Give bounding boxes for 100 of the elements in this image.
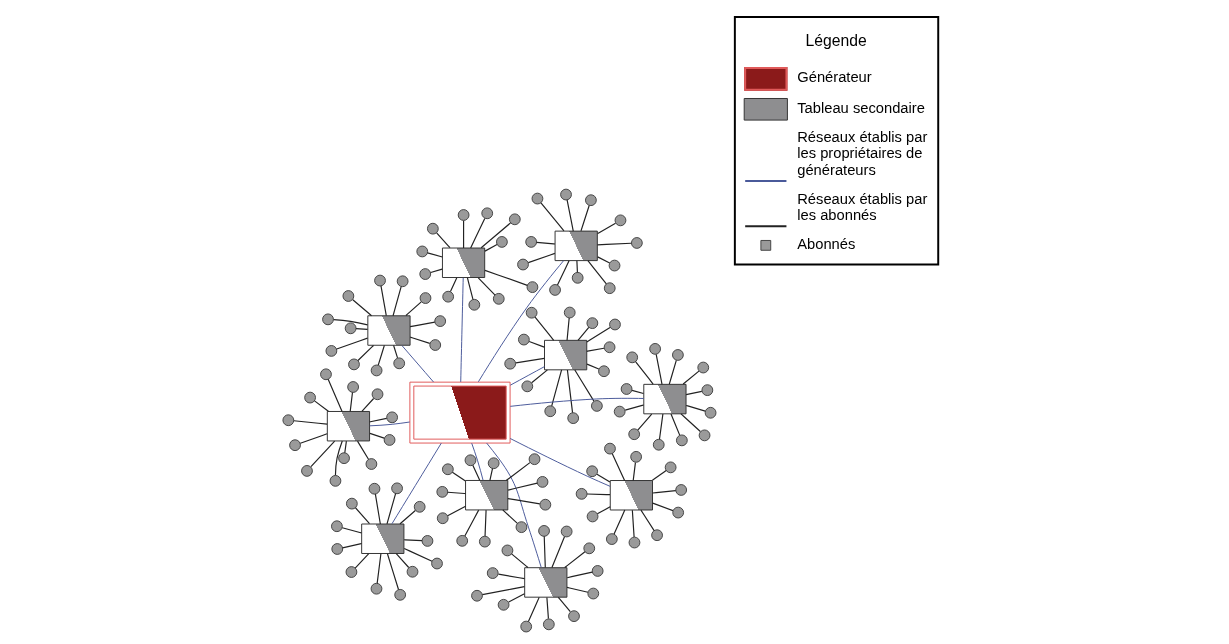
connector [527, 596, 540, 623]
connector [668, 359, 677, 385]
connector [435, 232, 451, 249]
connector [651, 469, 667, 481]
node-circle [696, 361, 709, 374]
node-circle [674, 484, 687, 496]
node-circle [495, 236, 508, 248]
connector [356, 344, 374, 362]
connector [376, 553, 381, 584]
connector [506, 498, 540, 505]
connector [335, 337, 368, 350]
connector [341, 542, 362, 549]
node-circle [543, 405, 556, 418]
connector [429, 268, 443, 274]
node-circle [393, 588, 406, 601]
connector [545, 597, 549, 620]
connector [557, 596, 571, 613]
node-box [543, 339, 587, 371]
connector [566, 571, 593, 579]
connector [509, 437, 611, 487]
node-circle [421, 535, 433, 547]
connector [409, 336, 430, 344]
connector [509, 366, 545, 386]
node-circle [337, 452, 350, 465]
node-circle [628, 536, 640, 549]
connector [651, 502, 674, 512]
node-box [366, 315, 411, 346]
connector [651, 489, 676, 494]
connector [395, 553, 409, 569]
node-circle [650, 529, 663, 542]
node-circle [652, 438, 665, 451]
connector [462, 220, 464, 249]
node-circle [467, 298, 480, 311]
connector [613, 509, 625, 535]
node-circle [648, 343, 661, 355]
connector [309, 440, 335, 468]
connector [313, 400, 329, 412]
node-circle [342, 290, 354, 302]
node-circle [508, 213, 521, 226]
node-box [642, 383, 686, 415]
connector [573, 369, 594, 402]
node-circle [613, 405, 626, 418]
node-circle [567, 610, 580, 623]
node-box [441, 247, 485, 278]
connector [514, 357, 545, 364]
connector [485, 442, 542, 568]
connector [446, 505, 466, 517]
connector [539, 202, 564, 232]
node-box [523, 567, 567, 598]
node-circle [497, 598, 509, 611]
connector [349, 391, 353, 412]
legend-label: Tableau secondaire [796, 99, 925, 116]
connector [356, 440, 369, 460]
node-circle [700, 384, 713, 397]
node-circle [563, 306, 576, 319]
node-circle [365, 458, 377, 470]
node-circle [319, 368, 332, 381]
connector [585, 493, 611, 496]
node-circle [525, 306, 537, 319]
node-circle [620, 383, 632, 395]
node-circle [325, 345, 337, 357]
connector [636, 413, 652, 431]
connector [341, 527, 362, 534]
node-box [554, 230, 598, 262]
connector [477, 260, 564, 383]
connector [655, 353, 663, 385]
connector [426, 252, 443, 258]
node-circle [300, 465, 313, 477]
connector [398, 509, 416, 525]
node-circle [370, 364, 382, 377]
node-circle [586, 587, 599, 600]
node-circle [531, 192, 543, 205]
connector [483, 509, 487, 537]
node-circle [464, 454, 476, 467]
node-circle [603, 442, 616, 455]
connector [550, 536, 565, 569]
connector [556, 260, 570, 286]
connector [446, 491, 466, 495]
node-circle [605, 533, 618, 545]
node-circle [433, 315, 446, 327]
connector [403, 547, 433, 562]
connector [596, 242, 632, 246]
node-circle [492, 292, 505, 305]
node-circle [704, 406, 716, 419]
connector [543, 535, 546, 569]
connector [585, 327, 611, 343]
connector [509, 397, 644, 407]
connector [527, 252, 555, 264]
node-circle [385, 411, 398, 424]
connector [565, 317, 570, 341]
node-circle [288, 439, 301, 452]
connector [354, 507, 370, 525]
node-circle [516, 258, 529, 271]
node-circle [524, 236, 537, 248]
connector [682, 370, 699, 385]
node-circle [698, 429, 710, 442]
node-circle [627, 428, 640, 441]
node-circle [603, 341, 615, 354]
node-circle [330, 520, 343, 533]
node-circle [537, 525, 550, 537]
